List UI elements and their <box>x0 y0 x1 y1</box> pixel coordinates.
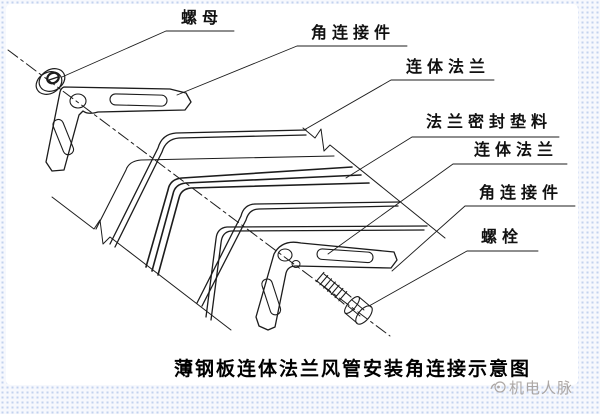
leader-unibody-flange-top <box>303 79 495 131</box>
drawing-sheet <box>6 4 578 385</box>
cut-line-upper-break <box>302 127 446 239</box>
label-unibody-flange-top: 连体法兰 <box>406 57 491 76</box>
diagram-caption: 薄钢板连体法兰风管安装角连接示意图 <box>174 358 532 380</box>
duct-wall-sheet-2 <box>205 225 428 321</box>
flange-sheet-top <box>109 129 307 248</box>
duct-wall-sheet <box>95 155 335 230</box>
flange-sheet-bottom <box>196 201 401 307</box>
connector-bottom-slot-v <box>261 278 282 316</box>
connector-bottom-bolt-hole <box>277 248 293 262</box>
watermark: 机电人脉 <box>490 380 573 397</box>
label-unibody-flange-bottom: 连体法兰 <box>474 140 559 159</box>
leader-unibody-flange-bottom <box>327 163 568 255</box>
leader-bolt <box>368 250 539 307</box>
label-corner-connector-bottom: 角连接件 <box>479 183 564 202</box>
leader-corner-connector-top <box>176 45 408 96</box>
leader-nut <box>61 30 235 78</box>
connector-bottom-slot-h <box>316 248 374 264</box>
leader-lines <box>61 30 576 307</box>
label-nut: 螺母 <box>181 8 224 27</box>
cut-line-lower-break <box>51 196 232 331</box>
leader-flange-gasket <box>345 136 560 179</box>
corner-connector-top-part <box>45 86 192 172</box>
leader-corner-connector-bottom <box>391 205 576 272</box>
watermark-circle-logo-icon <box>490 380 506 397</box>
label-corner-connector-top: 角连接件 <box>311 23 396 42</box>
nut-part <box>35 68 66 95</box>
label-flange-gasket: 法兰密封垫料 <box>426 112 553 131</box>
connector-top-slot-h <box>109 93 168 107</box>
watermark-text: 机电人脉 <box>509 379 574 397</box>
connector-top-slot-v <box>52 118 75 156</box>
bolt-part <box>315 271 373 325</box>
corner-connector-bottom-part <box>255 241 398 331</box>
label-bolt: 螺栓 <box>481 227 524 246</box>
flange-gasket-band <box>145 166 370 276</box>
connector-top-bolt-hole <box>69 93 87 109</box>
